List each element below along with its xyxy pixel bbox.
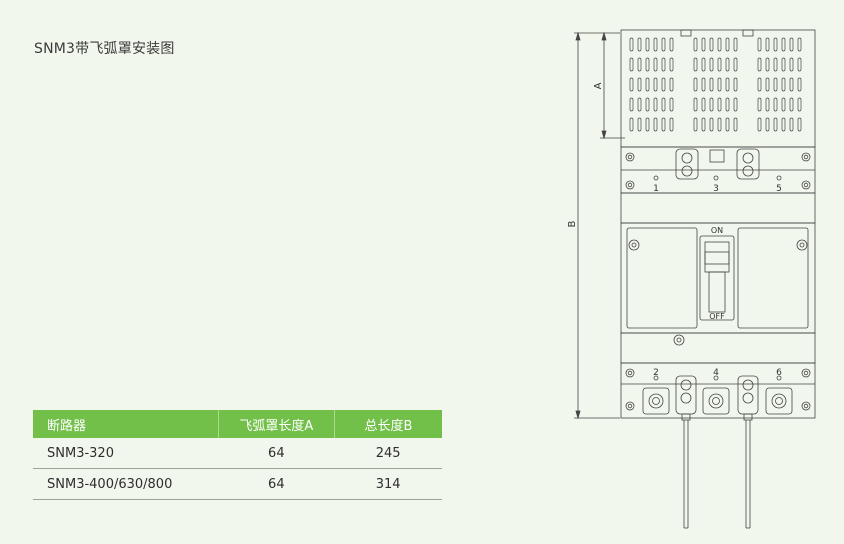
- page-title: SNM3带飞弧罩安装图: [34, 41, 175, 57]
- breaker-installation-drawing: A B 1 3 5 2 4 6 ON OFF: [567, 29, 816, 529]
- terminal-label-5: 5: [776, 184, 782, 194]
- switch-off-label: OFF: [709, 312, 725, 321]
- vent-grid-right: [757, 37, 802, 132]
- terminal-label-2: 2: [653, 368, 659, 378]
- cell-length-a: 64: [218, 438, 335, 469]
- terminal-label-4: 4: [713, 368, 719, 378]
- cell-length-b: 245: [334, 438, 442, 469]
- header-arc-cover-length: 飞弧罩长度A: [218, 410, 335, 438]
- vent-grid-left: [629, 37, 674, 132]
- breaker-switch-handle: [699, 235, 735, 321]
- switch-on-label: ON: [711, 226, 723, 235]
- bottom-terminal-block: [620, 362, 816, 419]
- table-row: SNM3-320 64 245: [33, 438, 442, 469]
- terminal-label-3: 3: [713, 184, 719, 194]
- cell-length-b: 314: [334, 468, 442, 500]
- table-row: SNM3-400/630/800 64 314: [33, 468, 442, 500]
- breaker-lower-body: [620, 332, 816, 364]
- header-breaker: 断路器: [33, 410, 219, 438]
- dimension-a-label: A: [593, 82, 604, 89]
- spec-table: 断路器 飞弧罩长度A 总长度B SNM3-320 64 245 SNM3-400…: [33, 410, 442, 500]
- cell-model: SNM3-320: [33, 438, 219, 469]
- cell-length-a: 64: [218, 468, 335, 500]
- terminal-label-6: 6: [776, 368, 782, 378]
- vent-grid-middle: [693, 37, 738, 132]
- cell-model: SNM3-400/630/800: [33, 468, 219, 500]
- breaker-upper-body: [620, 192, 816, 224]
- header-total-length: 总长度B: [334, 410, 442, 438]
- terminal-label-1: 1: [653, 184, 659, 194]
- dimension-b-label: B: [567, 220, 578, 227]
- table-header-row: 断路器 飞弧罩长度A 总长度B: [33, 410, 442, 438]
